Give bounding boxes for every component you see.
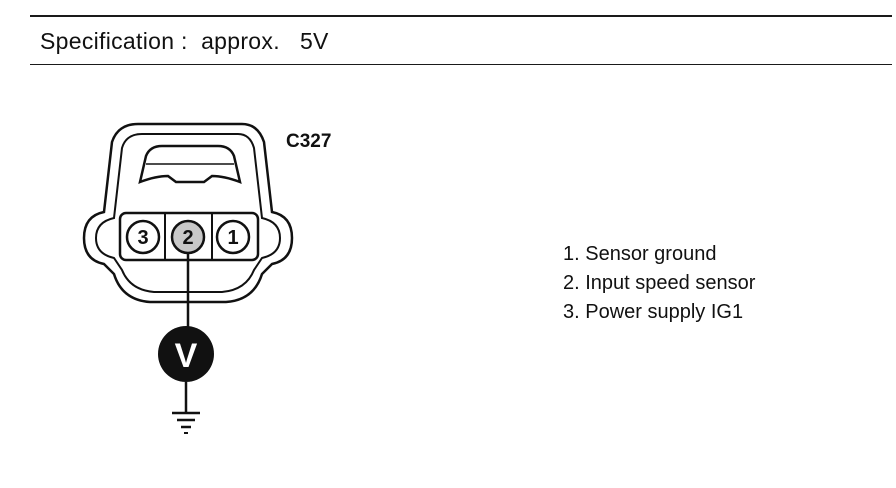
legend-item-3: 3. Power supply IG1 [563,301,744,323]
legend-item-2: 2. Input speed sensor [563,272,756,294]
connector-housing-inner [94,133,282,293]
pin-1-label: 1 [227,227,238,249]
legend-item-1: 1. Sensor ground [563,243,717,265]
specification-text: Specification : approx. 5V [40,28,329,54]
bottom-rule [30,64,892,65]
connector-id-label: C327 [286,131,331,152]
voltmeter-symbol: V [175,337,198,375]
pin-3 [125,219,161,255]
ground-symbol-icon [172,411,200,434]
voltmeter-icon [158,326,214,382]
connector-housing-outer [82,122,294,304]
pin-1 [215,219,251,255]
locking-tab [138,144,242,184]
pin-legend: 1. Sensor ground 2. Input speed sensor 3… [563,240,755,327]
pin-2-label: 2 [182,227,193,249]
top-rule [30,15,892,17]
pin-3-label: 3 [137,227,148,249]
